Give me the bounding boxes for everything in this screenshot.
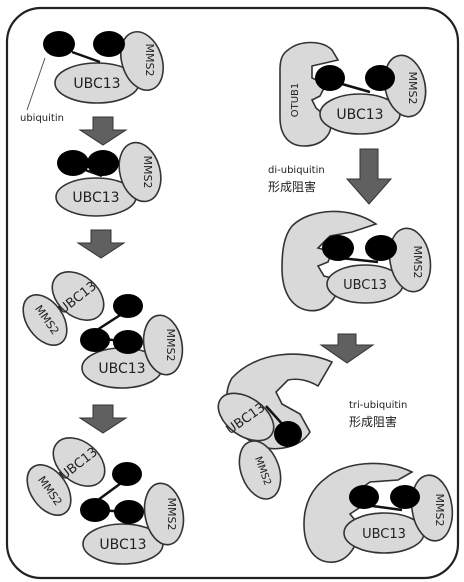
ubiquitin-pointer [27, 58, 45, 110]
mms2-label: MMS2 [406, 72, 419, 105]
left-step-1: UBC13 MMS2 ubiquitin [20, 26, 170, 124]
ubc13-label: UBC13 [98, 361, 145, 377]
ubiquitin-ball [113, 294, 143, 318]
inhibition-label: 形成阻害 [268, 179, 316, 194]
ubiquitin-ball [390, 485, 420, 509]
ubc13-label: UBC13 [336, 107, 383, 123]
mms2-label: MMS2 [165, 498, 178, 531]
ubiquitin-ball [57, 150, 89, 176]
mms2-label: MMS2 [143, 44, 156, 77]
otub1-protein [280, 43, 338, 147]
ubiquitin-ball [113, 330, 143, 354]
ubiquitin-ball [322, 235, 354, 261]
ubiquitin-ball [93, 31, 125, 57]
ubiquitin-link [72, 52, 100, 62]
ubiquitin-ball [365, 235, 397, 261]
ubc13-label: UBC13 [343, 278, 387, 293]
ubiquitin-ball [114, 500, 144, 524]
arrow-down [78, 230, 124, 258]
arrow-down [321, 334, 373, 363]
arrow-down [80, 405, 126, 433]
right-step-3b: UBC13 MMS2 [304, 463, 456, 562]
ubc13-label: UBC13 [73, 76, 120, 92]
ubiquitin-ball [112, 462, 142, 486]
otub1-label: OTUB1 [290, 83, 301, 118]
di-ubiquitin-label: di-ubiquitin [268, 165, 325, 176]
mms2-label: MMS2 [141, 156, 154, 189]
left-step-4: UBC13 MMS2 UBC13 MMS2 [18, 428, 188, 564]
tri-ubiquitin-label: tri-ubiquitin [349, 400, 407, 411]
ubiquitin-ball [80, 498, 110, 522]
inhibition-label: 形成阻害 [349, 414, 397, 429]
mms2-label: MMS2 [164, 329, 177, 362]
left-step-3: UBC13 MMS2 UBC13 MMS2 [14, 262, 187, 388]
arrow-down [347, 149, 391, 204]
ubiquitin-label: ubiquitin [20, 113, 64, 124]
ubc13-label: UBC13 [99, 537, 146, 553]
ubiquitin-ball [80, 328, 110, 352]
ubiquitin-ball [365, 65, 395, 91]
mms2-label: MMS2 [433, 494, 446, 527]
ubc13-label: UBC13 [72, 190, 119, 206]
right-step-3a: UBC13 MMS2 [210, 354, 332, 505]
right-step-1: OTUB1 UBC13 MMS2 [280, 43, 431, 147]
ubiquitin-ball [315, 65, 345, 91]
right-step-2: UBC13 MMS2 [282, 211, 435, 310]
arrow-down [80, 117, 126, 145]
ubiquitin-ball [43, 31, 75, 57]
ubiquitin-ball [274, 421, 302, 447]
left-step-2: UBC13 MMS2 [56, 138, 167, 216]
ubc13-label: UBC13 [362, 527, 406, 542]
ubiquitin-ball [87, 150, 119, 176]
mms2-label: MMS2 [411, 246, 424, 279]
ubiquitin-ball [349, 485, 379, 509]
